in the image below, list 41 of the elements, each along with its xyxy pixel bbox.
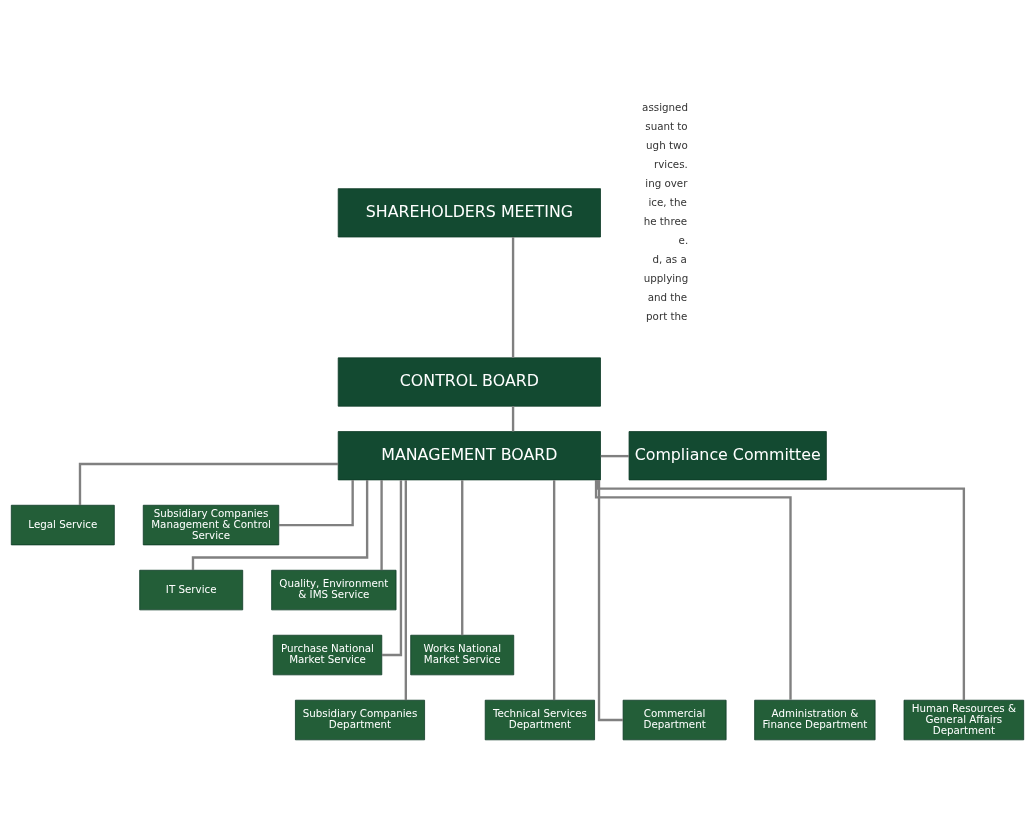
node-box: Subsidiary Companies Department xyxy=(295,699,425,740)
node-box: Works National Market Service xyxy=(410,634,515,675)
node-box: Technical Services Department xyxy=(484,699,595,740)
label: ice, the xyxy=(648,195,687,208)
label: d, as a xyxy=(652,252,687,265)
label: upplying xyxy=(643,271,689,284)
node-box: Legal Service xyxy=(10,504,115,545)
connector xyxy=(461,479,464,635)
connector xyxy=(552,479,556,700)
connector xyxy=(191,479,369,570)
node-box: Human Resources & General Affairs Department xyxy=(903,699,1025,740)
node-box: Subsidiary Companies Management & Control Service xyxy=(142,504,280,545)
connector xyxy=(597,479,623,721)
node-box: Administration & Finance Department xyxy=(754,699,876,740)
connector xyxy=(78,462,339,505)
node-box: Purchase National Market Service xyxy=(272,634,383,675)
label: suant to xyxy=(645,119,688,132)
connector xyxy=(382,479,403,656)
node-box: Compliance Committee xyxy=(628,430,827,480)
connector xyxy=(380,479,383,570)
connector xyxy=(511,405,515,431)
connector xyxy=(511,236,515,358)
node-box: IT Service xyxy=(139,569,244,610)
label: ing over xyxy=(645,176,688,189)
label: assigned xyxy=(642,100,688,113)
node-box: SHAREHOLDERS MEETING xyxy=(337,187,601,237)
label: ugh two xyxy=(646,138,688,151)
label: rvices. xyxy=(654,157,688,170)
label: and the xyxy=(647,290,688,303)
connector xyxy=(278,479,354,526)
connector xyxy=(594,479,792,700)
label: he three xyxy=(643,214,688,227)
node-box: CONTROL BOARD xyxy=(337,356,601,407)
label: e. xyxy=(678,233,689,246)
connector xyxy=(596,479,966,700)
label: port the xyxy=(646,309,688,322)
connector xyxy=(404,479,407,700)
connector xyxy=(600,454,629,457)
node-box: Commercial Department xyxy=(622,699,727,740)
node-box: Quality, Environment & IMS Service xyxy=(271,569,397,610)
node-box: MANAGEMENT BOARD xyxy=(337,430,601,480)
